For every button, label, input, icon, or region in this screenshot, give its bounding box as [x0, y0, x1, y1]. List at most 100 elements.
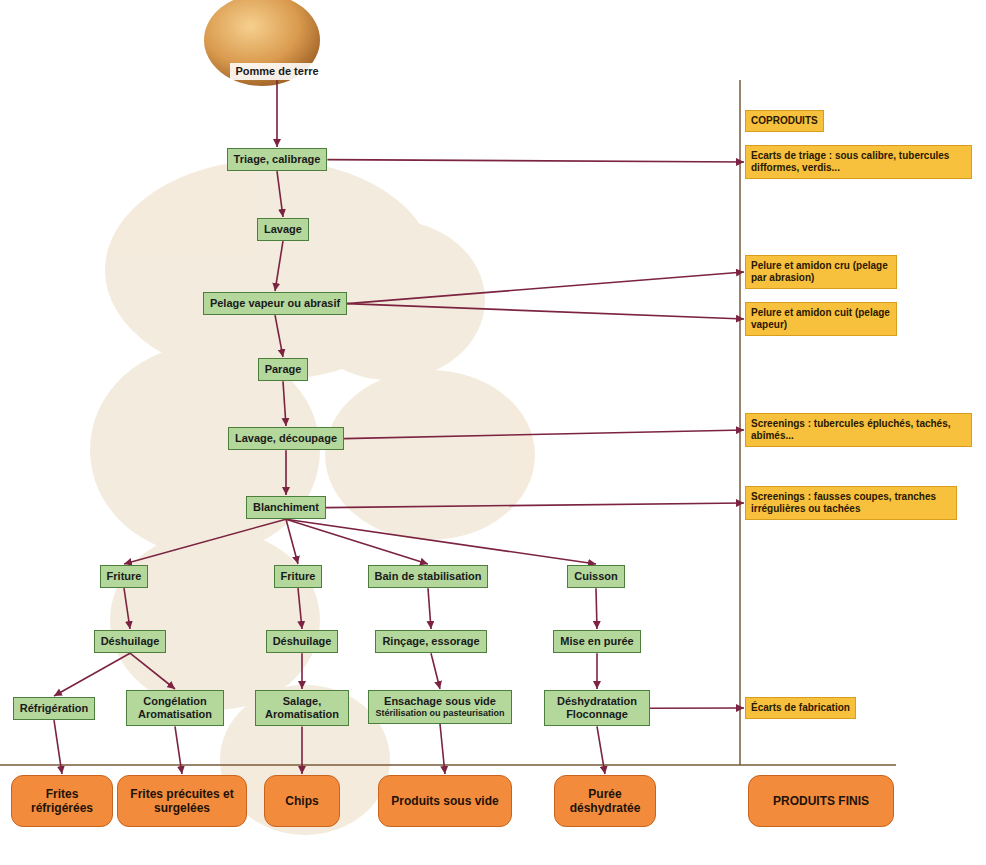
- box-text: Chips: [285, 794, 318, 808]
- process-box: Congélation Aromatisation: [126, 690, 224, 726]
- box-text: Frites précuites et surgelées: [130, 787, 234, 816]
- product-box: PRODUITS FINIS: [748, 775, 894, 827]
- coproduct-box: Ecarts de triage : sous calibre, tubercu…: [745, 145, 972, 179]
- coproduct-box: Screenings : tubercules épluchés, tachés…: [745, 413, 972, 447]
- box-text: Rinçage, essorage: [382, 635, 479, 648]
- flow-arrow: [286, 519, 298, 564]
- box-text: Réfrigération: [20, 702, 88, 715]
- box-text: Stérilisation ou pasteurisation: [375, 708, 504, 719]
- flow-arrow: [597, 726, 605, 774]
- divider-line: [739, 80, 741, 765]
- box-text: Salage, Aromatisation: [262, 695, 342, 721]
- box-text: Pelure et amidon cuit (pelage vapeur): [751, 307, 891, 331]
- flow-arrow: [431, 653, 440, 689]
- box-text: COPRODUITS: [751, 115, 818, 127]
- box-text: Déshuilage: [101, 635, 160, 648]
- potato-label: Pomme de terre: [230, 63, 323, 80]
- flow-arrow: [650, 707, 744, 709]
- box-text: Friture: [107, 570, 142, 583]
- flow-arrow: [440, 724, 445, 774]
- product-box: Chips: [264, 775, 340, 827]
- box-text: Pelage vapeur ou abrasif: [210, 297, 340, 310]
- process-box: Mise en purée: [553, 630, 640, 653]
- process-box: Lavage, découpage: [228, 427, 344, 450]
- box-text: Déshuilage: [273, 635, 332, 648]
- flow-arrow: [298, 588, 302, 629]
- box-text: Screenings : fausses coupes, tranches ir…: [751, 491, 951, 515]
- divider-line: [0, 764, 896, 766]
- process-box: Rinçage, essorage: [375, 630, 486, 653]
- box-text: Déshydratation Floconnage: [551, 695, 643, 721]
- box-text: Purée déshydratée: [567, 787, 643, 816]
- flow-arrow: [277, 171, 283, 217]
- product-box: Frites réfrigérées: [11, 775, 113, 827]
- box-text: Blanchiment: [253, 501, 319, 514]
- product-box: Produits sous vide: [378, 775, 511, 827]
- flow-arrow: [285, 450, 287, 495]
- box-text: Produits sous vide: [391, 794, 498, 808]
- process-box: Déshydratation Floconnage: [544, 690, 650, 726]
- box-text: Pelure et amidon cru (pelage par abrasio…: [751, 260, 891, 284]
- process-box: Déshuilage: [266, 630, 339, 653]
- box-text: Parage: [265, 363, 302, 376]
- coproduct-box: COPRODUITS: [745, 110, 824, 132]
- flow-arrow: [347, 304, 744, 319]
- flow-arrow: [276, 80, 278, 147]
- process-box: Réfrigération: [13, 697, 95, 720]
- flow-arrow: [54, 653, 130, 696]
- flow-arrow: [286, 519, 596, 564]
- process-box: Pelage vapeur ou abrasif: [203, 292, 347, 315]
- process-box: Parage: [258, 358, 309, 381]
- coproduct-box: Screenings : fausses coupes, tranches ir…: [745, 486, 957, 520]
- flow-arrow: [275, 241, 283, 291]
- process-box: Déshuilage: [94, 630, 167, 653]
- box-text: Frites réfrigérées: [24, 787, 100, 816]
- faded-potatoes: [90, 160, 535, 835]
- flow-arrow: [54, 720, 62, 774]
- box-text: Mise en purée: [560, 635, 633, 648]
- box-text: Lavage: [264, 223, 302, 236]
- box-text: PRODUITS FINIS: [773, 794, 869, 808]
- box-text: Ensachage sous vide: [384, 695, 496, 708]
- coproduct-box: Écarts de fabrication: [745, 697, 856, 719]
- box-text: Triage, calibrage: [234, 153, 321, 166]
- box-text: Lavage, découpage: [235, 432, 337, 445]
- process-box: Ensachage sous videStérilisation ou past…: [368, 690, 511, 724]
- flow-arrow: [301, 726, 303, 774]
- flow-arrow: [347, 272, 744, 304]
- box-text: Pomme de terre: [235, 65, 318, 78]
- coproduct-box: Pelure et amidon cuit (pelage vapeur): [745, 302, 897, 336]
- box-text: Écarts de fabrication: [751, 702, 850, 714]
- box-text: Ecarts de triage : sous calibre, tubercu…: [751, 150, 966, 174]
- flow-arrow: [286, 519, 428, 564]
- box-text: Friture: [281, 570, 316, 583]
- flow-arrow: [344, 430, 744, 439]
- process-box: Cuisson: [567, 565, 624, 588]
- flow-arrow: [130, 653, 175, 689]
- flow-arrow: [275, 315, 283, 357]
- process-box: Bain de stabilisation: [368, 565, 489, 588]
- flow-arrow: [428, 588, 431, 629]
- flow-arrow: [326, 503, 744, 508]
- flow-arrow: [283, 381, 286, 426]
- potato: [204, 0, 320, 86]
- flow-arrow: [175, 726, 182, 774]
- process-box: Blanchiment: [246, 496, 326, 519]
- flow-arrow: [301, 653, 303, 689]
- flow-arrow: [596, 653, 598, 689]
- coproduct-box: Pelure et amidon cru (pelage par abrasio…: [745, 255, 897, 289]
- flow-arrow: [124, 588, 130, 629]
- flow-arrow: [124, 519, 286, 564]
- process-box: Lavage: [257, 218, 309, 241]
- product-box: Frites précuites et surgelées: [117, 775, 247, 827]
- product-box: Purée déshydratée: [554, 775, 656, 827]
- process-box: Salage, Aromatisation: [255, 690, 349, 726]
- process-box: Friture: [100, 565, 149, 588]
- box-text: Screenings : tubercules épluchés, tachés…: [751, 418, 966, 442]
- box-text: Bain de stabilisation: [375, 570, 482, 583]
- process-box: Triage, calibrage: [227, 148, 328, 171]
- box-text: Congélation Aromatisation: [133, 695, 217, 721]
- flow-arrow: [327, 160, 744, 162]
- box-text: Cuisson: [574, 570, 617, 583]
- flow-arrow: [595, 588, 598, 629]
